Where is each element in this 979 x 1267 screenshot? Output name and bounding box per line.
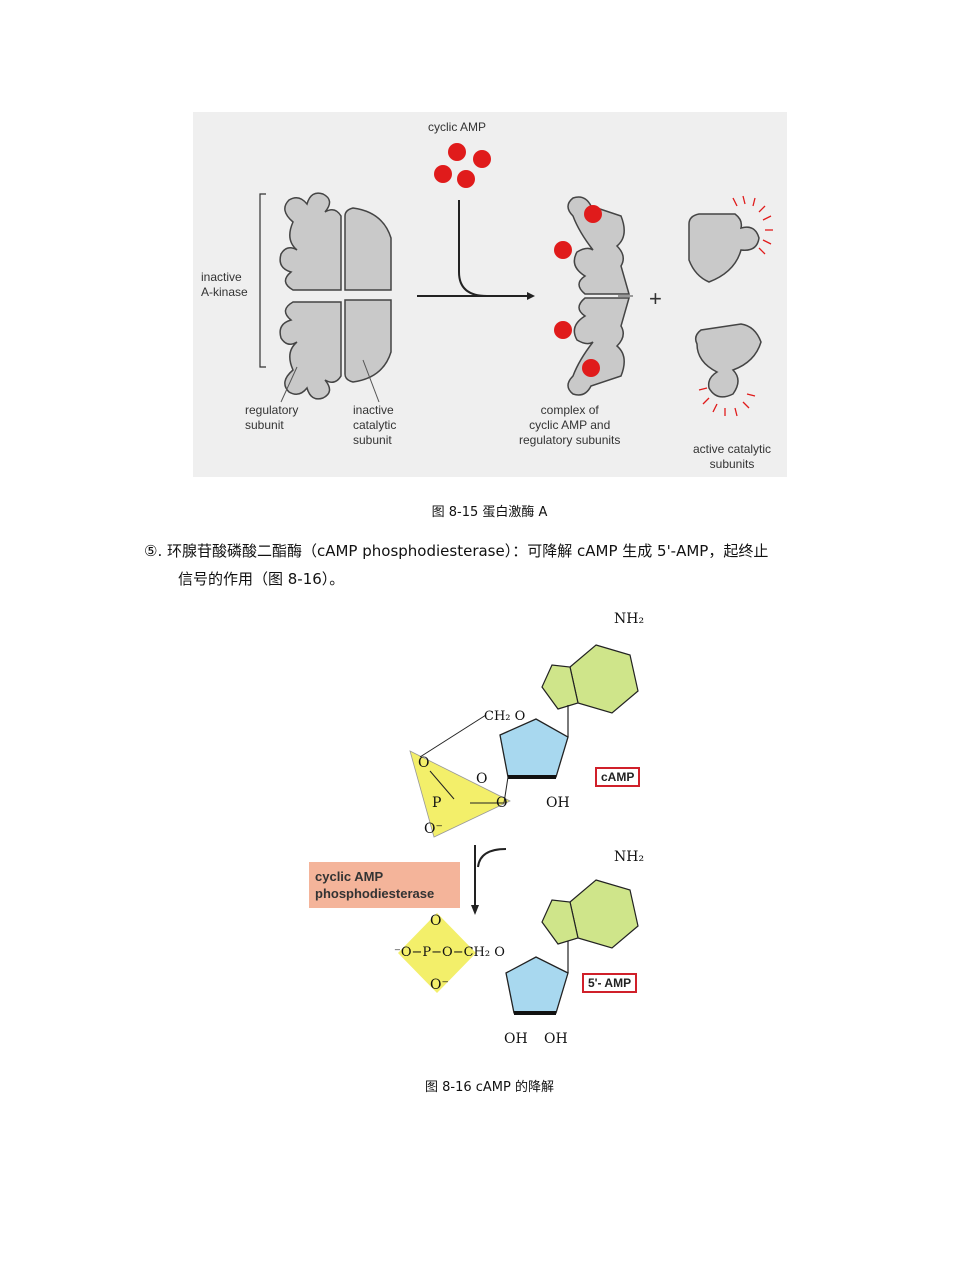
arrowhead [527,292,535,300]
active-catalytic-label: active catalytic subunits [693,442,772,471]
activity-rays-top [732,195,773,255]
enzyme-label-box: cyclic AMP phosphodiesterase [309,862,460,908]
enzyme-line-2: phosphodiesterase [315,886,435,901]
paragraph-line-2: 信号的作用（图 8-16）。 [178,570,345,588]
phosphate-group [409,750,511,838]
p-label: P [432,795,442,811]
figure-camp-degradation: NH₂ CH₂ O O O P O O⁻ OH cAMP cyclic AMP … [300,605,680,1065]
bond [429,770,455,800]
bound-camp [554,241,572,259]
pointer-line [280,366,298,403]
bound-camp [554,321,572,339]
body-paragraph: ⑤. 环腺苷酸磷酸二酯酶（cAMP phosphodiesterase）：可降解… [144,537,844,593]
complex-top [567,196,630,295]
figure-8-16-caption: 图 8-16 cAMP 的降解 [425,1080,554,1095]
catalytic-subunit-bottom [344,299,392,383]
camp-degradation-diagram [398,644,639,1015]
complex-bottom [567,297,630,396]
adenine-five-ring [541,664,579,710]
bracket [259,193,266,368]
catalytic-subunit-top [344,207,392,291]
pointer-line [362,359,380,403]
bound-camp [584,205,602,223]
o-label: O [418,755,430,771]
camp-dot [473,150,491,168]
kinase-diagram: + [259,143,773,417]
o-bridge-label: O [496,795,508,811]
adenine-six-ring [569,644,639,714]
activity-rays-bottom [698,387,756,417]
bond [503,776,509,804]
camp-tag: cAMP [595,767,641,787]
active-catalytic-subunit-bottom [694,323,762,398]
o-top-label: O [430,913,442,929]
regulatory-subunit-label: regulatory subunit [245,403,299,432]
ribose-ring [505,956,569,1014]
phosphate-chain-label: ⁻O−P−O−CH₂ O [394,945,505,960]
adenine-six-ring [569,879,639,949]
active-catalytic-subunit-top [688,213,760,283]
camp-dot [448,143,466,161]
bond [419,714,487,758]
inactive-kinase-label: inactive A-kinase [201,270,248,299]
arrowhead [471,905,479,915]
phosphate-group [398,913,476,993]
complex-label: complex of cyclic AMP and regulatory sub… [519,403,621,447]
inactive-catalytic-label: inactive catalytic subunit [353,403,397,447]
camp-dot [434,165,452,183]
o-minus-label: O⁻ [430,977,449,993]
bound-camp [582,359,600,377]
paragraph-line-1: ⑤. 环腺苷酸磷酸二酯酶（cAMP phosphodiesterase）：可降解… [144,542,769,560]
regulatory-subunit-top [279,192,342,291]
camp-dot [457,170,475,188]
figure-8-15-caption: 图 8-15 蛋白激酶 A [431,505,548,520]
figure-protein-kinase-a: + cyclic AMP inactive A-kinase regulator… [193,112,787,477]
oh-label-3: OH [544,1031,568,1047]
nh2-label: NH₂ [614,849,645,865]
regulatory-subunit-bottom [279,301,342,400]
o-double-label: O [476,771,488,787]
plus-sign: + [649,286,662,311]
oh-label: OH [546,795,570,811]
ch2-o-label: CH₂ O [484,709,526,724]
enzyme-line-1: cyclic AMP [315,869,384,884]
nh2-label: NH₂ [614,611,645,627]
amp-tag: 5'- AMP [582,973,638,993]
curved-arrow [458,200,523,297]
enzyme-curve [477,848,507,868]
cyclic-amp-label: cyclic AMP [428,120,487,134]
adenine-five-ring [541,899,579,945]
ribose-ring [499,718,569,778]
o-minus-label: O⁻ [424,821,443,837]
oh-label-2: OH [504,1031,528,1047]
